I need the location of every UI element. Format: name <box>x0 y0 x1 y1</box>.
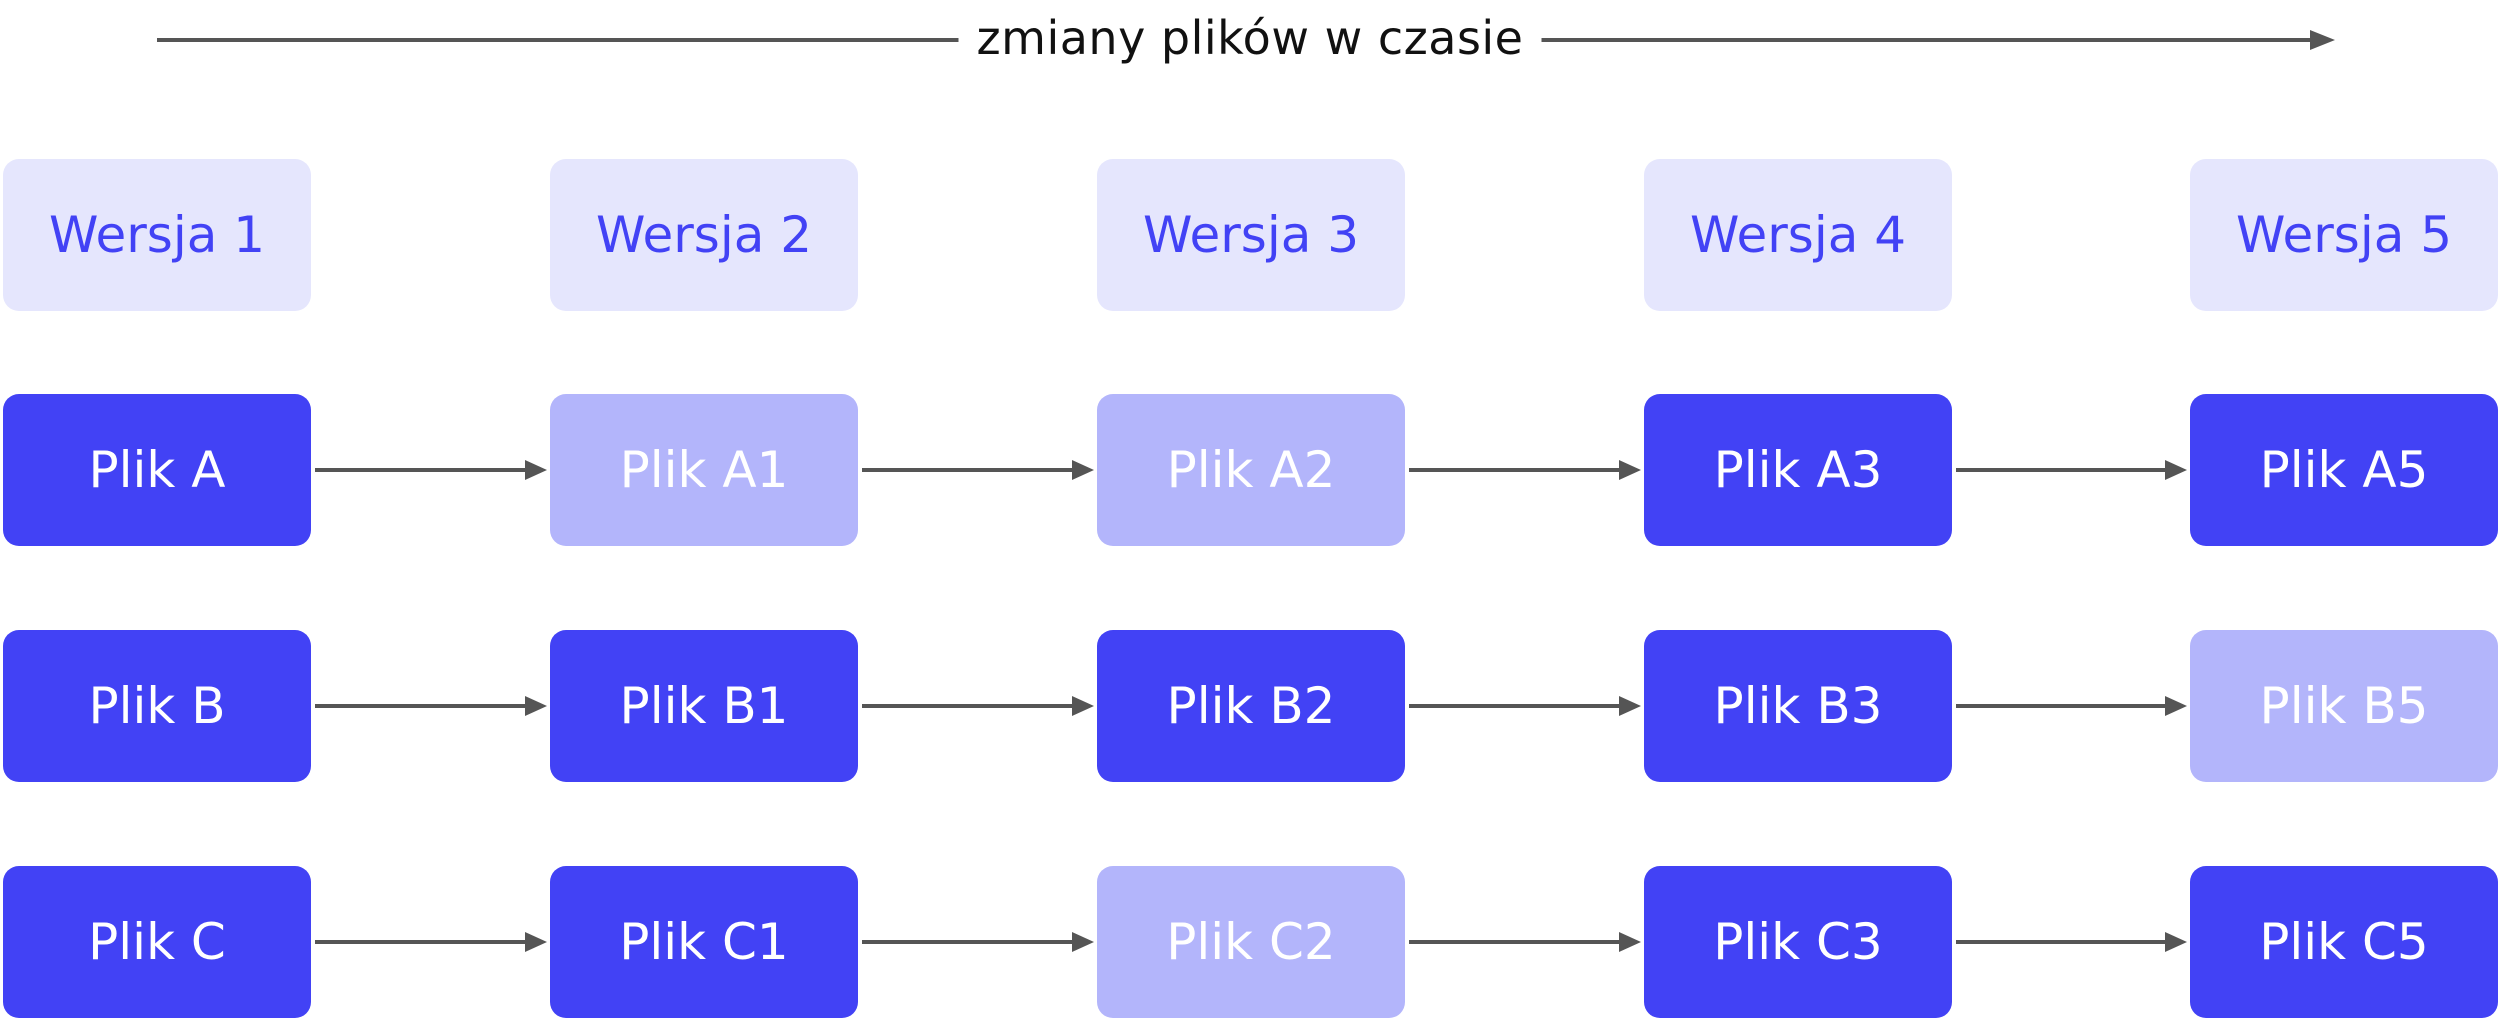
version-box-1: Wersja 1 <box>3 159 311 311</box>
version-box-4: Wersja 4 <box>1644 159 1952 311</box>
arrow-row2-col3 <box>1956 932 2187 952</box>
file-box: Plik A1 <box>550 394 858 546</box>
arrow-row2-col2 <box>1409 932 1641 952</box>
file-box: Plik B <box>3 630 311 782</box>
version-box-2: Wersja 2 <box>550 159 858 311</box>
file-box: Plik A5 <box>2190 394 2498 546</box>
arrow-row2-col0 <box>315 932 547 952</box>
arrow-row1-col2 <box>1409 696 1641 716</box>
version-box-3: Wersja 3 <box>1097 159 1405 311</box>
arrow-row0-col2 <box>1409 460 1641 480</box>
file-box: Plik A3 <box>1644 394 1952 546</box>
arrow-row0-col1 <box>862 460 1094 480</box>
arrow-row1-col3 <box>1956 696 2187 716</box>
arrow-row2-col1 <box>862 932 1094 952</box>
file-box: Plik B2 <box>1097 630 1405 782</box>
file-box: Plik C3 <box>1644 866 1952 1018</box>
file-box: Plik A2 <box>1097 394 1405 546</box>
file-box: Plik C <box>3 866 311 1018</box>
timeline-label: zmiany plików w czasie <box>958 11 1542 65</box>
file-box: Plik B5 <box>2190 630 2498 782</box>
file-box: Plik C5 <box>2190 866 2498 1018</box>
file-box: Plik C2 <box>1097 866 1405 1018</box>
arrow-row1-col0 <box>315 696 547 716</box>
arrow-row1-col1 <box>862 696 1094 716</box>
file-box: Plik C1 <box>550 866 858 1018</box>
arrow-row0-col3 <box>1956 460 2187 480</box>
arrow-row0-col0 <box>315 460 547 480</box>
file-box: Plik B3 <box>1644 630 1952 782</box>
file-box: Plik A <box>3 394 311 546</box>
file-box: Plik B1 <box>550 630 858 782</box>
version-box-5: Wersja 5 <box>2190 159 2498 311</box>
